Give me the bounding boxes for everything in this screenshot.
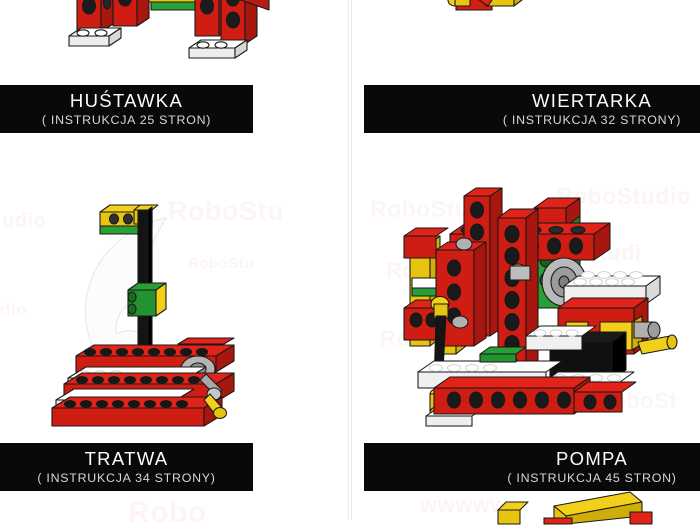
caption-bar-hustawka[interactable]: HUŚTAWKA ( INSTRUKCJA 25 STRON) [0,85,253,133]
page-column-left [0,0,349,520]
caption-subtitle-wiertarka: ( INSTRUKCJA 32 STRONY) [502,112,682,127]
caption-bar-pompa[interactable]: POMPA ( INSTRUKCJA 45 STRON) [364,443,700,491]
caption-subtitle-hustawka: ( INSTRUKCJA 25 STRON) [41,112,212,127]
caption-subtitle-tratwa: ( INSTRUKCJA 34 STRONY) [37,470,216,485]
caption-bar-wiertarka[interactable]: WIERTARKA ( INSTRUKCJA 32 STRONY) [364,85,700,133]
caption-bar-tratwa[interactable]: TRATWA ( INSTRUKCJA 34 STRONY) [0,443,253,491]
caption-title-pompa: POMPA [556,447,628,469]
caption-title-wiertarka: WIERTARKA [532,89,652,111]
caption-title-hustawka: HUŚTAWKA [69,89,184,111]
caption-subtitle-pompa: ( INSTRUKCJA 45 STRON) [507,470,677,485]
caption-title-tratwa: TRATWA [84,447,169,469]
page-column-right [351,0,700,520]
